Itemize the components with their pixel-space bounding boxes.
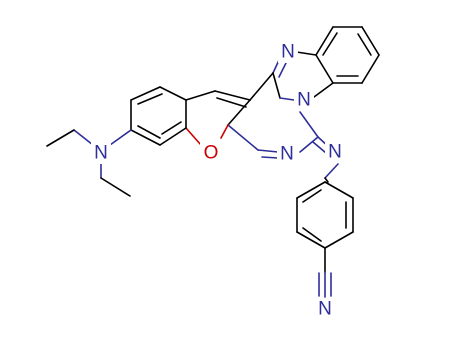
atom-label-n: N	[328, 142, 342, 163]
bond	[257, 149, 279, 153]
atom-n-imidazole: N	[278, 41, 298, 63]
bond	[302, 189, 322, 203]
bond	[299, 111, 319, 138]
bond	[159, 127, 187, 146]
bond	[227, 99, 251, 126]
atom-n-nitrile: N	[315, 298, 335, 320]
atom-n-diethylamino: N	[91, 142, 111, 164]
atom-label-n: N	[280, 144, 294, 165]
atom-label-n: N	[297, 90, 311, 111]
bond	[185, 127, 202, 146]
bond	[100, 177, 131, 197]
bond	[137, 93, 163, 105]
bond	[227, 124, 259, 151]
atom-label-n: N	[318, 299, 332, 320]
bond	[313, 82, 334, 98]
bond	[324, 231, 354, 249]
bond	[220, 124, 229, 139]
atom-o-chromene: O	[200, 142, 222, 164]
bond	[130, 86, 161, 101]
bond	[357, 33, 372, 56]
bond	[299, 136, 319, 153]
bond	[137, 125, 161, 139]
bond	[159, 86, 187, 101]
atom-label-n: N	[94, 143, 108, 164]
bond	[315, 26, 334, 56]
bond	[296, 231, 326, 249]
bond	[249, 72, 274, 101]
bond	[73, 129, 94, 146]
bond	[161, 121, 182, 135]
bond	[296, 181, 326, 199]
bond	[185, 90, 216, 101]
bond	[214, 90, 251, 101]
bond	[216, 97, 247, 108]
bond	[302, 227, 322, 242]
bond	[322, 32, 338, 56]
bond	[324, 163, 339, 179]
bond	[312, 141, 327, 154]
bond	[130, 129, 161, 146]
bond	[324, 181, 354, 199]
bond	[109, 129, 132, 146]
bond	[361, 26, 380, 56]
atom-n-imine: N	[325, 141, 345, 163]
atom-n-bridgehead: N	[294, 89, 314, 111]
bond	[361, 54, 380, 84]
bond	[278, 62, 287, 78]
bond	[279, 97, 295, 101]
bond	[315, 54, 334, 84]
atom-label-o: O	[204, 143, 219, 164]
bond	[261, 156, 279, 159]
bond	[272, 72, 281, 99]
atom-n-pyrimidine: N	[277, 143, 297, 165]
atom-label-layer: N N N N O N N	[91, 41, 345, 320]
bond	[324, 177, 329, 183]
atom-label-n: N	[281, 42, 295, 63]
bond	[46, 129, 75, 147]
